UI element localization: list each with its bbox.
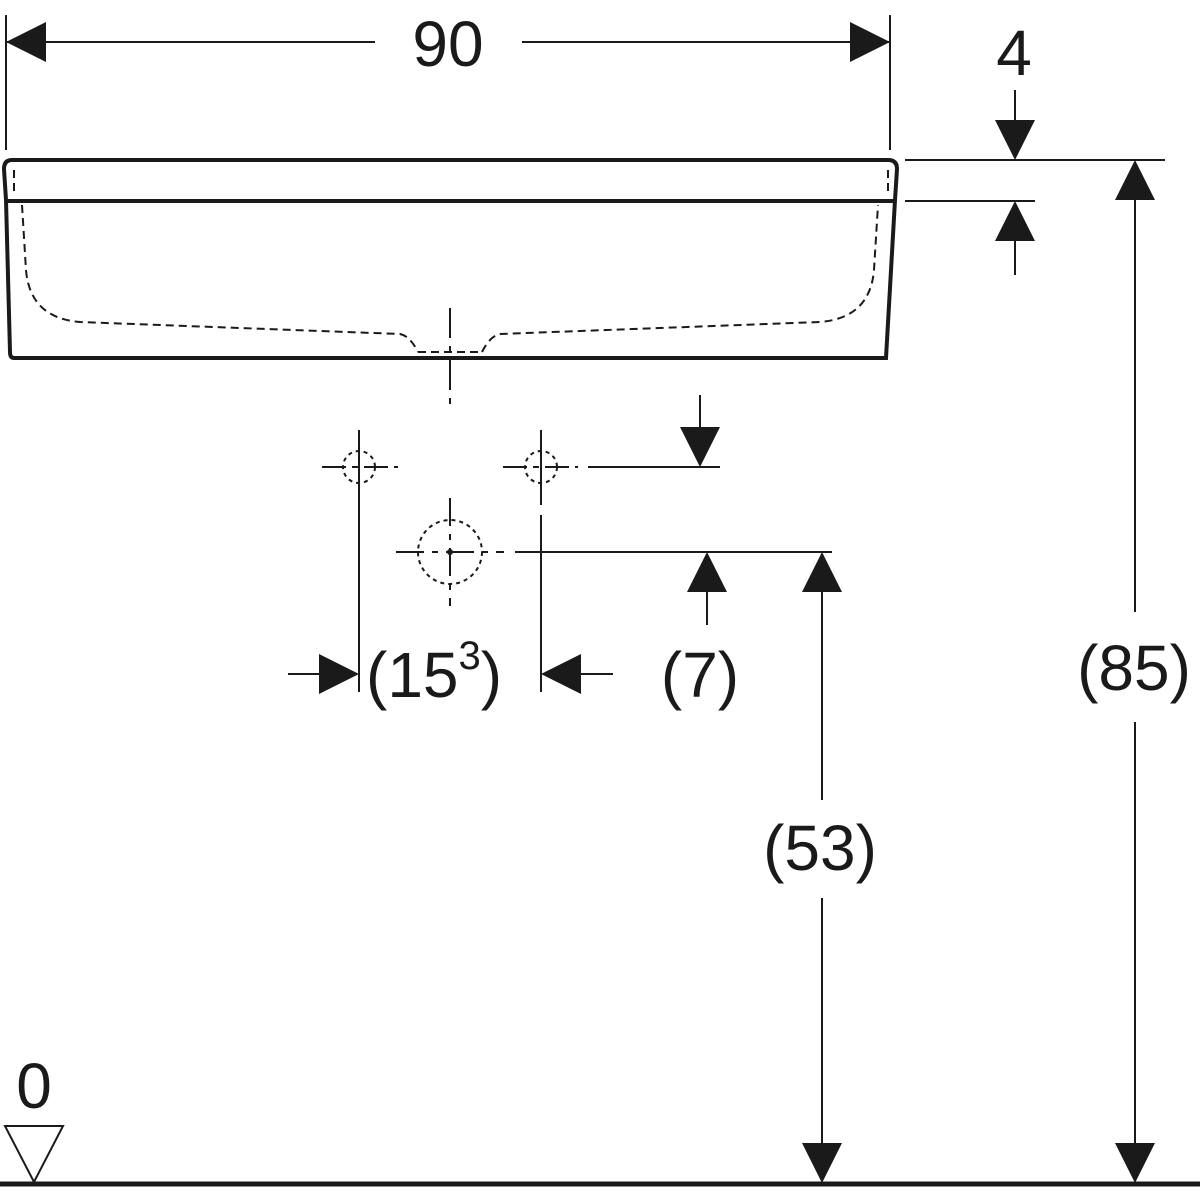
rim-arrow-down <box>995 120 1035 160</box>
tap-offset-dimension: (7) <box>515 395 832 711</box>
width-label: 90 <box>412 8 483 80</box>
total-height-dimension: (85) <box>1077 160 1191 1183</box>
floor-reference: 0 <box>0 1050 1200 1187</box>
tap-spacing-arrow-right <box>541 654 581 694</box>
total-height-arrow-up <box>1115 160 1155 200</box>
tap-offset-arrow-up <box>687 552 727 592</box>
tap-spacing-arrow-left <box>319 654 359 694</box>
tap-offset-arrow-down <box>680 427 720 467</box>
tap-offset-label: (7) <box>661 639 739 711</box>
floor-level-marker-icon <box>3 1125 65 1185</box>
waste-height-dimension: (53) <box>763 552 877 1183</box>
waste-height-label: (53) <box>763 812 877 884</box>
basin-body <box>1 158 900 408</box>
bowl-inner-outline <box>21 204 879 353</box>
width-dimension: 90 <box>5 8 891 150</box>
tap-spacing-label: (153) <box>366 634 502 711</box>
rim-arrow-up <box>995 201 1035 241</box>
width-arrow-right <box>850 22 890 62</box>
total-height-label: (85) <box>1077 632 1191 704</box>
width-arrow-left <box>6 22 46 62</box>
waste-height-arrow-up <box>802 552 842 592</box>
tap-spacing-dimension: (153) <box>288 634 613 711</box>
waste-height-arrow-down <box>802 1143 842 1183</box>
rim-thickness-label: 4 <box>996 17 1032 89</box>
floor-level-label: 0 <box>16 1050 52 1122</box>
total-height-arrow-down <box>1115 1143 1155 1183</box>
rim-thickness-dimension: 4 <box>905 17 1165 275</box>
tap-holes <box>322 430 578 692</box>
